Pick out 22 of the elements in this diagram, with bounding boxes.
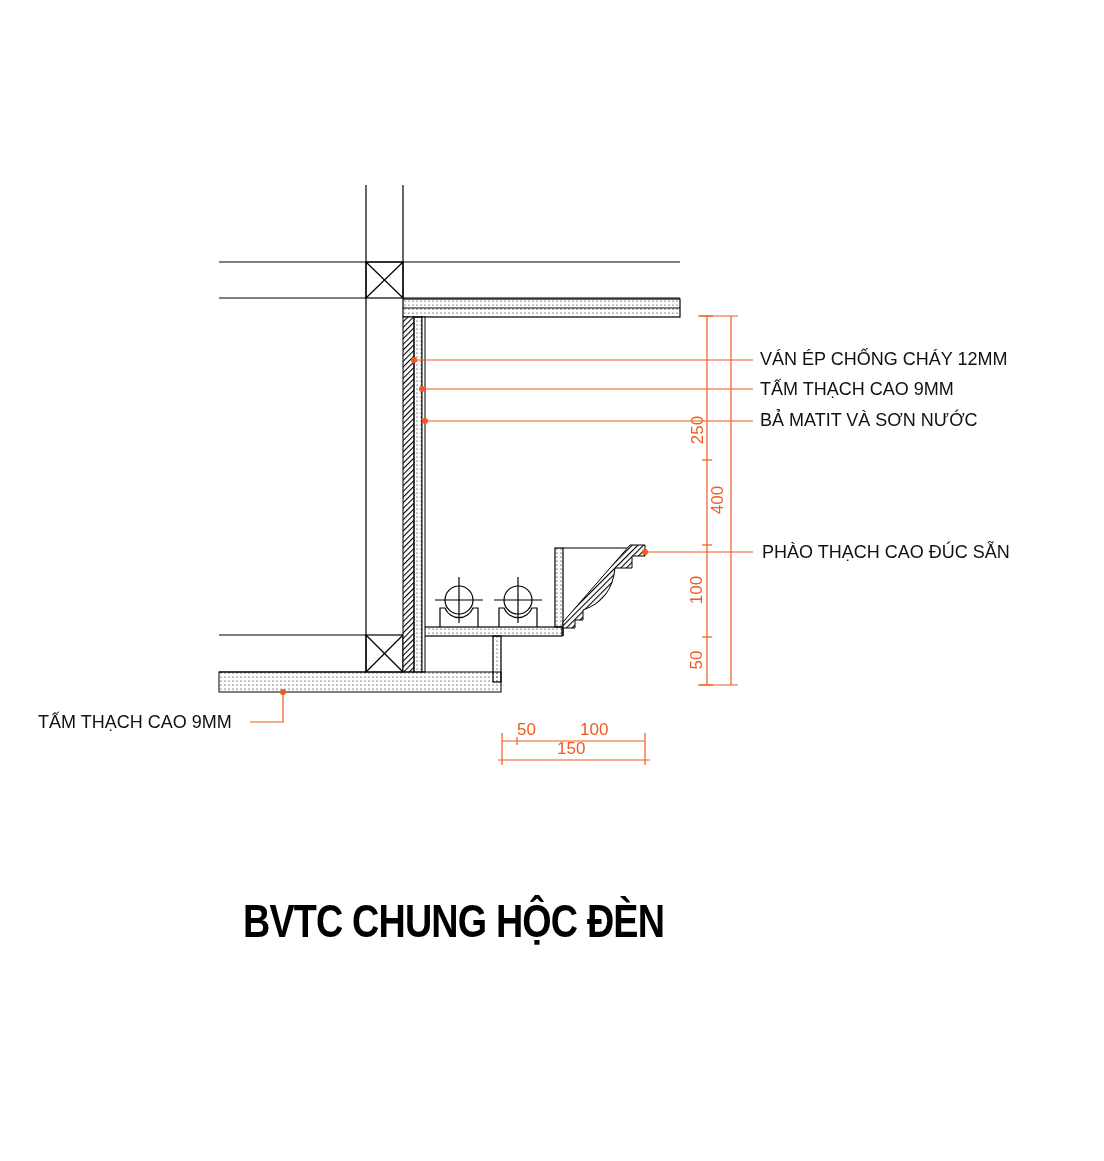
ceiling-board <box>218 671 502 693</box>
callout-label: TẤM THẠCH CAO 9MM <box>38 712 232 732</box>
dimension-label: 100 <box>580 721 609 739</box>
callout-label: TẤM THẠCH CAO 9MM <box>760 379 954 399</box>
dimension-label: 400 <box>709 484 727 517</box>
leader-line <box>249 689 286 723</box>
callout-label: VÁN ÉP CHỐNG CHÁY 12MM <box>760 349 1008 369</box>
leader-line <box>419 386 754 392</box>
plywood-layer <box>402 316 415 673</box>
leader-line <box>411 357 754 363</box>
leader-line <box>642 549 754 555</box>
paint-finish-layer <box>421 316 426 673</box>
leader-line <box>422 418 754 424</box>
dimension-label: 150 <box>557 740 586 758</box>
dimension-label: 50 <box>688 649 706 672</box>
cornice-molding <box>562 544 646 637</box>
callout-label: PHÀO THẠCH CAO ĐÚC SẴN <box>762 542 1010 562</box>
callout-label: BẢ MATIT VÀ SƠN NƯỚC <box>760 410 978 430</box>
drawing-title: BVTC CHUNG HỘC ĐÈN <box>243 894 665 948</box>
dimension-label: 100 <box>688 574 706 607</box>
dimension-label: 50 <box>517 721 536 739</box>
dimension-label: 250 <box>689 414 707 447</box>
